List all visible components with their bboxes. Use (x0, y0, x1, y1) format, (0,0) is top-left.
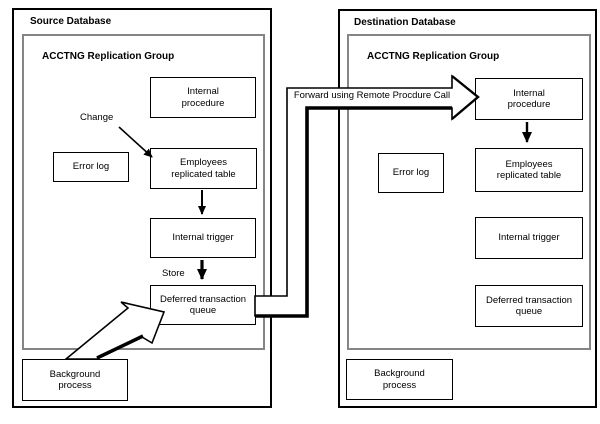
source-database-title: Source Database (30, 16, 112, 27)
change-label: Change (80, 112, 114, 123)
source-internal-procedure-node: Internal procedure (150, 77, 256, 118)
destination-internal-trigger-node: Internal trigger (475, 217, 583, 259)
destination-employees-replicated-table-node: Employees replicated table (475, 148, 583, 192)
source-deferred-transaction-queue-node: Deferred transaction queue (150, 285, 256, 325)
destination-background-process-node: Background process (346, 359, 453, 400)
destination-database-title: Destination Database (354, 17, 456, 28)
source-group-title: ACCTNG Replication Group (42, 51, 175, 62)
source-internal-trigger-node: Internal trigger (150, 218, 256, 258)
forward-rpc-label: Forward using Remote Procdure Call (293, 90, 451, 101)
source-error-log-node: Error log (53, 152, 129, 182)
store-label: Store (162, 268, 185, 279)
source-employees-replicated-table-node: Employees replicated table (150, 148, 257, 189)
destination-group-title: ACCTNG Replication Group (367, 51, 500, 62)
destination-deferred-transaction-queue-node: Deferred transaction queue (475, 285, 583, 327)
destination-error-log-node: Error log (378, 153, 444, 193)
source-background-process-node: Background process (22, 359, 128, 401)
destination-internal-procedure-node: Internal procedure (475, 78, 583, 120)
